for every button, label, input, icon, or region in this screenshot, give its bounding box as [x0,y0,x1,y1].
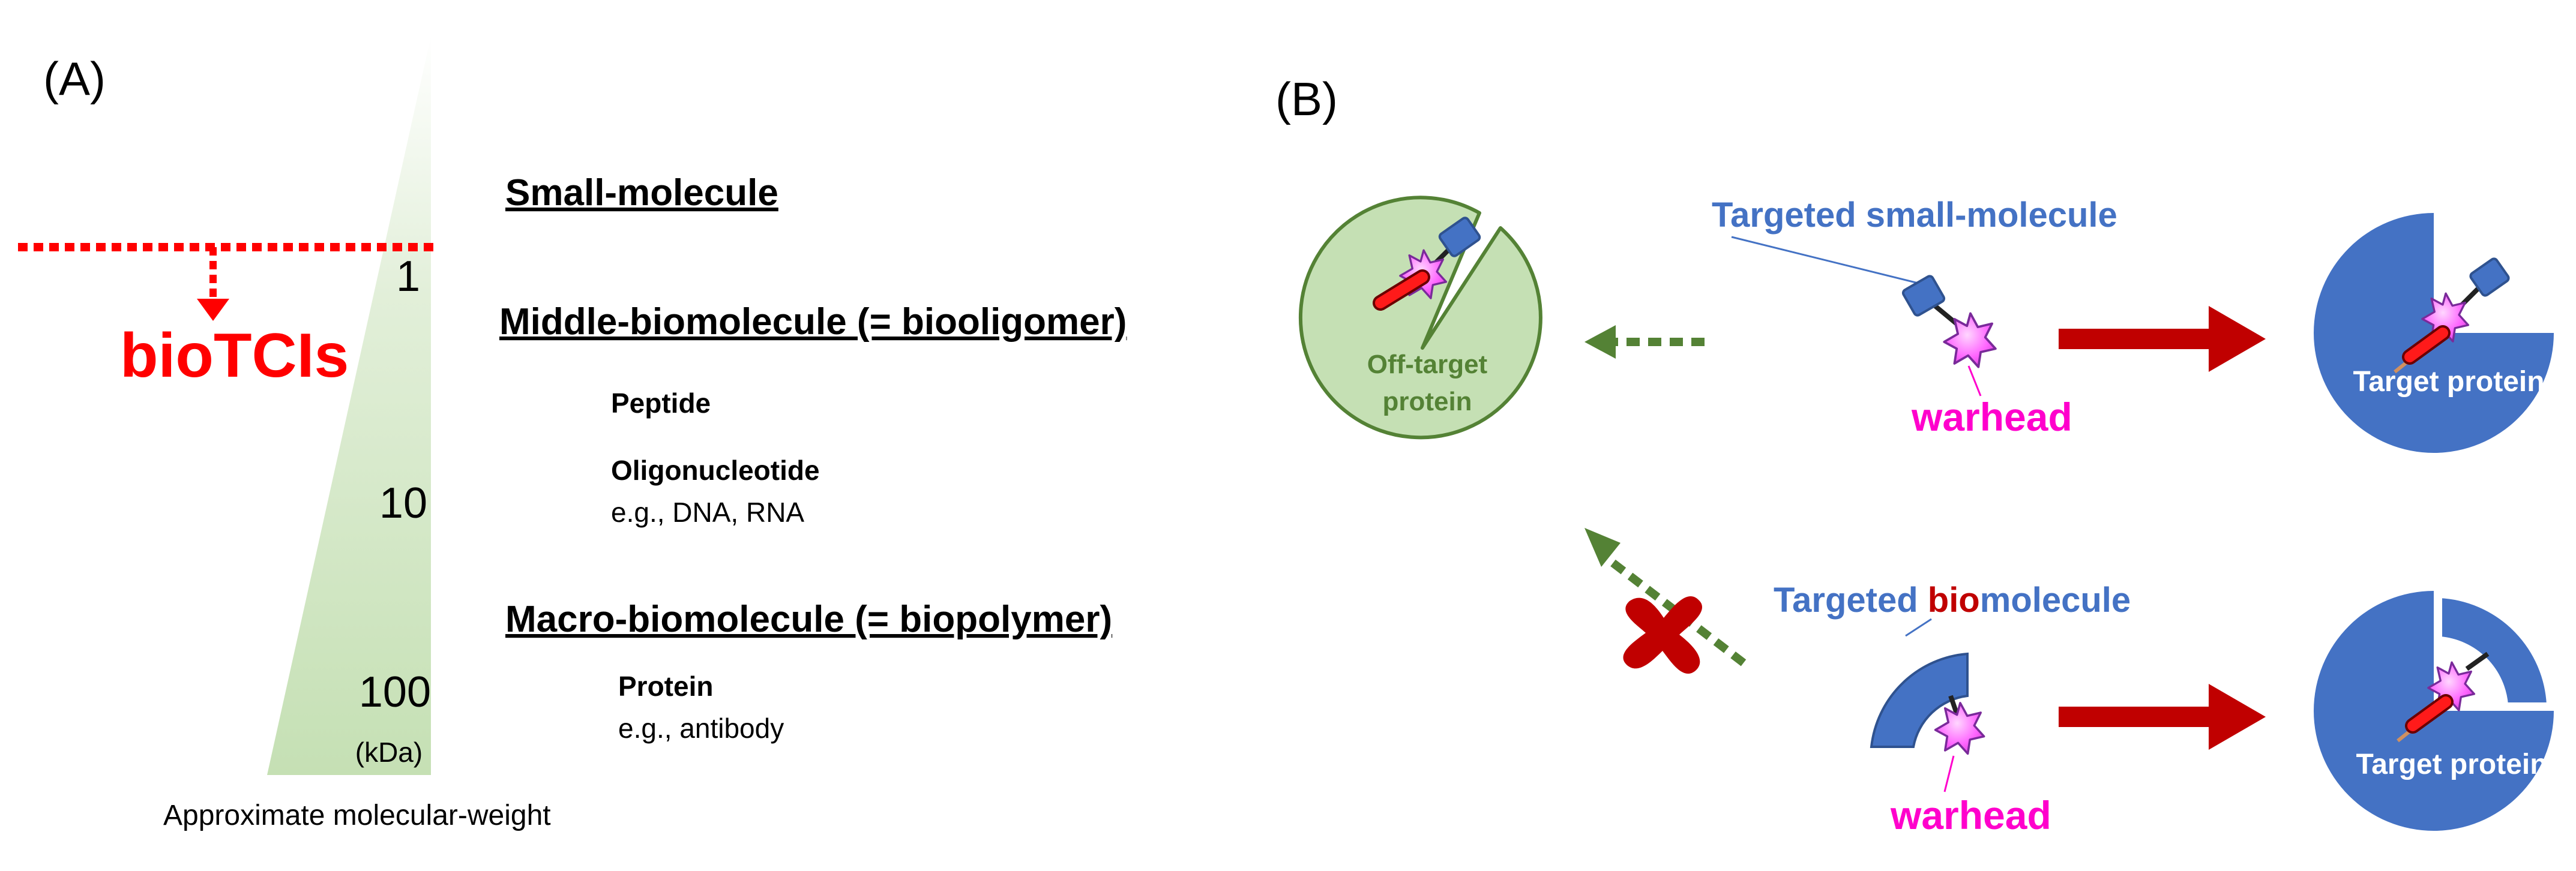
off-target-protein: Off-target protein [1298,196,1542,440]
small-molecule-pointer [1731,236,1933,288]
targeted-bio-prefix: Targeted [1774,581,1928,620]
off-target-red-bar-fill [1375,272,1428,308]
warhead-pointer-top [1967,365,1982,397]
warhead-pointer-bottom [1943,755,1955,792]
threshold-arrow-head [197,299,229,321]
panel-a-label: (A) [43,52,106,105]
off-target-label-line2: protein [1382,387,1472,416]
targeted-small-molecule-label: Targeted small-molecule [1712,196,2117,235]
target-top-ligand-block [2469,257,2510,297]
targeted-biomolecule-label: Targeted biomolecule [1774,581,2131,620]
warhead-label-bottom: warhead [1890,793,2051,837]
small-molecule-block [1901,275,1946,317]
target-bottom-linker [2465,651,2490,671]
biomolecule-pointer [1905,618,1932,637]
off-target-label-line1: Off-target [1367,350,1488,379]
bound-biomolecule-arc [2437,593,2552,707]
small-molecule-construct: warhead [1901,275,2072,439]
panel-b: (B) Off-target protein Targeted small-mo… [1275,73,2554,837]
category-macro-biomolecule: Macro-biomolecule (= biopolymer) [505,599,1112,640]
targeted-bio-suffix: molecule [1980,581,2131,620]
off-target-arrow-bottom-head [1584,528,1621,567]
target-protein-bottom-label: Target protein [2356,749,2547,780]
targeted-bio-highlight: bio [1928,581,1980,620]
scale-unit: (kDa) [355,737,423,768]
biotcis-label: bioTCIs [120,321,349,391]
target-protein-top-label: Target protein [2353,366,2544,398]
category-protein-example: e.g., antibody [618,713,784,744]
reaction-arrow-bottom-shaft [2059,707,2212,727]
reaction-arrow-top-shaft [2059,329,2212,349]
category-middle-biomolecule: Middle-biomolecule (= biooligomer) [499,301,1127,343]
molecular-weight-wedge [267,36,431,775]
target-protein-top: Target protein [2314,213,2554,453]
target-protein-bottom: Target protein [2314,591,2554,831]
target-top-red-bar-fill [2404,328,2448,362]
panel-a: (A) 1 10 100 (kDa) Approximate molecular… [18,36,1127,831]
scale-tick-10: 10 [379,479,427,527]
target-bottom-red-bar-fill [2407,696,2451,731]
panel-b-label: (B) [1275,73,1338,125]
reaction-arrow-top-head [2209,306,2266,372]
biomolecule-arc [1870,652,1969,748]
category-peptide: Peptide [611,388,711,419]
off-target-protein-body [1298,196,1542,440]
biomolecule-warhead-star [1934,702,1985,755]
scale-tick-100: 100 [359,668,431,716]
biomolecule-construct: warhead [1870,652,2051,837]
warhead-label-top: warhead [1911,395,2072,439]
reaction-arrow-bottom-head [2209,684,2266,750]
off-target-ligand-block [1438,217,1481,257]
axis-title: Approximate molecular-weight [163,800,551,831]
off-target-arrow-top-head [1584,325,1616,359]
category-oligonucleotide-example: e.g., DNA, RNA [611,497,804,528]
scale-tick-1: 1 [396,253,420,301]
blocked-cross-icon [1623,596,1702,674]
category-oligonucleotide: Oligonucleotide [611,455,820,486]
category-protein: Protein [618,671,713,702]
category-small-molecule: Small-molecule [505,172,778,214]
